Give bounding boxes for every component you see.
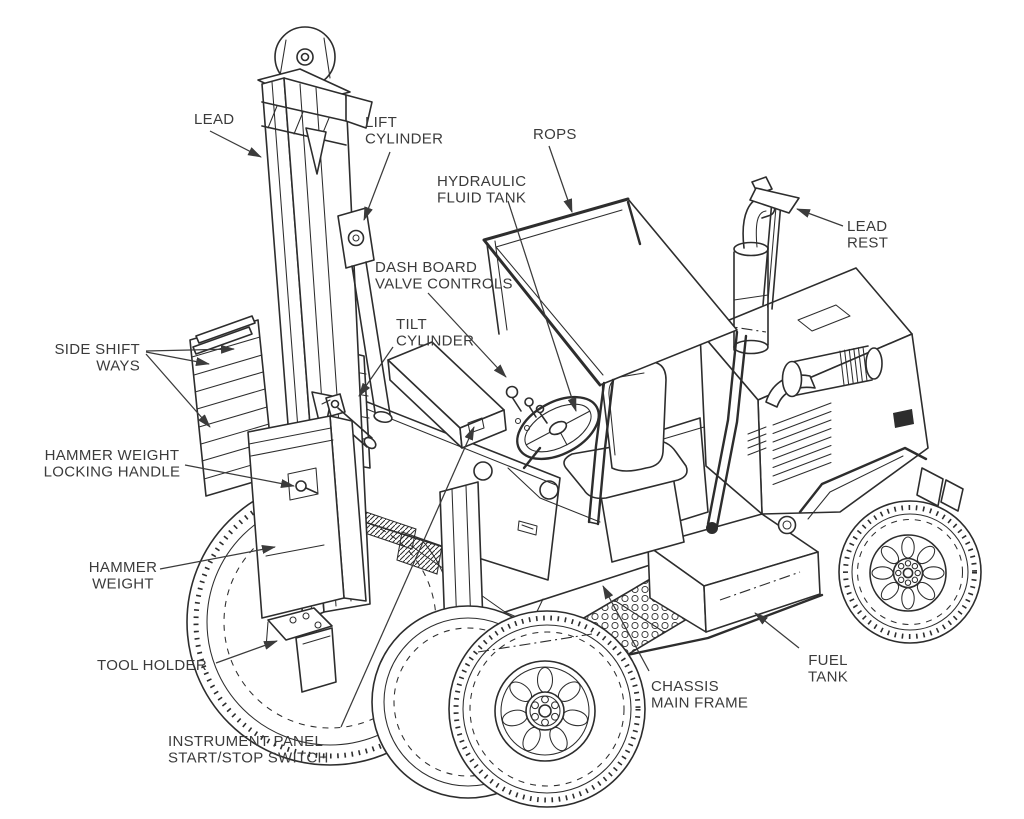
leader-side-shift-ways — [145, 344, 235, 354]
dash-board-console — [387, 341, 507, 449]
rear-wheel — [838, 500, 982, 644]
leader-lead — [209, 130, 262, 158]
label-tool-holder: TOOL HOLDER — [97, 657, 207, 674]
engine-hood — [699, 267, 929, 535]
filler-cap — [777, 515, 797, 535]
leader-instrument-panel-start-stop-switch — [340, 426, 475, 728]
leader-hammer-weight — [159, 545, 276, 570]
leader-side-shift-ways — [145, 351, 210, 366]
rops-posts — [587, 200, 748, 534]
leader-fuel-tank — [754, 612, 800, 649]
leader-tool-holder — [215, 640, 278, 664]
leader-hydraulic-fluid-tank — [507, 200, 577, 412]
operator-seat — [563, 361, 688, 563]
tilt-cylinder-part — [321, 393, 377, 450]
rear-fender — [798, 446, 964, 520]
leader-lift-cylinder — [363, 151, 391, 221]
steering-wheel — [516, 395, 600, 470]
label-rops: ROPS — [533, 126, 577, 143]
leader-lead-rest — [796, 208, 844, 227]
hood-badge — [893, 409, 914, 428]
leader-rops — [548, 145, 573, 213]
louver-hatch — [396, 531, 443, 575]
locking-handle-part — [295, 480, 307, 492]
leader-side-shift-ways — [145, 353, 211, 428]
hood-louvers — [747, 402, 832, 486]
hammer-weight-part — [247, 415, 367, 619]
leader-hammer-weight-locking-handle — [184, 464, 295, 488]
body-badge — [517, 520, 538, 536]
label-lead: LEAD — [194, 111, 234, 128]
leader-dash-board-valve-controls — [427, 292, 507, 378]
lead-rest-part — [749, 176, 800, 310]
front-dual-wheels — [371, 605, 646, 808]
lift-cylinder-part — [337, 207, 393, 424]
leader-chassis-main-frame — [602, 585, 650, 672]
exhaust-muffler — [733, 197, 776, 355]
air-cleaner — [765, 345, 883, 408]
fuel-tank-part — [647, 513, 821, 633]
leader-tilt-cylinder — [358, 346, 394, 397]
rops-canopy — [482, 197, 748, 534]
tool-holder-part — [265, 607, 337, 693]
